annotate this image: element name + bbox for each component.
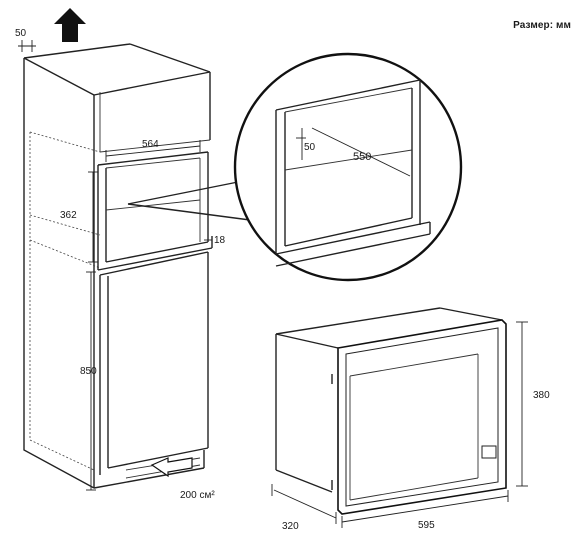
detail-callout-lines	[127, 181, 251, 221]
units-label: Размер: мм	[513, 20, 571, 31]
shelf-thickness-label: 18	[214, 235, 226, 246]
ventilation-arrow-up-icon	[54, 8, 86, 42]
oven-unit	[275, 307, 507, 515]
top-gap-dimension: 50	[15, 28, 36, 52]
oven-width-label: 595	[418, 520, 435, 531]
oven-depth-label: 320	[282, 521, 299, 532]
detail-magnifier: 50 550	[233, 52, 463, 282]
airflow-arrow-icon	[150, 457, 193, 478]
oven-height-dimension: 380	[516, 321, 550, 487]
cabinet-height-label: 850	[80, 366, 97, 377]
niche-height-label: 362	[60, 210, 77, 221]
niche-width-dimension: 564	[105, 139, 201, 162]
niche-width-label: 564	[142, 139, 159, 150]
tall-cabinet	[23, 43, 213, 489]
vent-area-label: 200 см²	[180, 490, 215, 501]
oven-depth-dimension: 320	[271, 484, 337, 532]
shelf-thickness-dimension: 18	[204, 235, 226, 246]
inner-depth-label: 550	[353, 151, 371, 163]
oven-width-dimension: 595	[341, 490, 509, 531]
cabinet-height-dimension: 850	[80, 271, 97, 491]
inner-offset-label: 50	[304, 142, 316, 153]
top-gap-label: 50	[15, 28, 27, 39]
oven-height-label: 380	[533, 390, 550, 401]
niche-height-dimension: 362	[60, 171, 98, 263]
